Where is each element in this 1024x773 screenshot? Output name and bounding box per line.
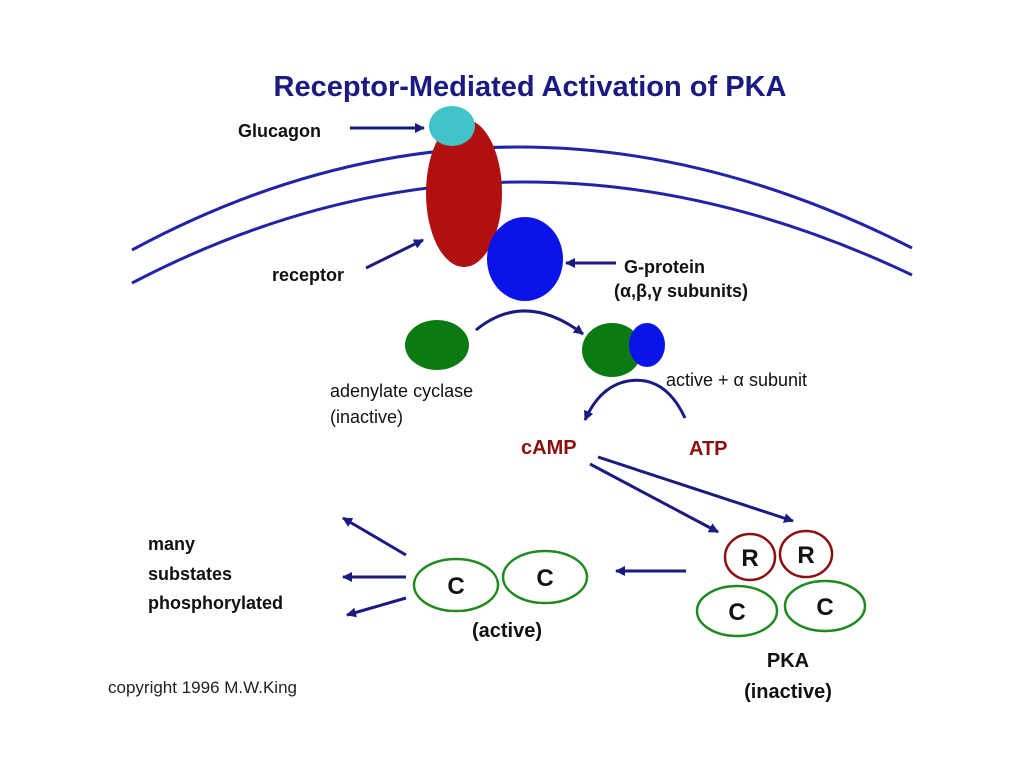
pka-c-subunit-2-letter: C	[816, 594, 833, 621]
membrane-outer-line	[131, 145, 913, 252]
substrates-line-3: phosphorylated	[148, 593, 283, 613]
active-c-subunit-1-letter: C	[447, 573, 464, 600]
pka-r-subunit-1-letter: R	[741, 545, 758, 572]
camp-label: cAMP	[521, 437, 577, 459]
gprotein-label: G-protein	[624, 257, 705, 277]
active-subunit-label: active + α subunit	[666, 370, 807, 390]
diagram-title: Receptor-Mediated Activation of PKA	[274, 71, 787, 103]
activation-arc-arrow	[475, 309, 584, 336]
atp-to-camp-arc-arrow	[583, 378, 687, 421]
adenylate-cyclase-state-label: (inactive)	[330, 407, 403, 427]
receptor-arrow	[365, 238, 424, 270]
substrates-line-1: many	[148, 534, 195, 554]
receptor-shape	[426, 119, 502, 267]
membrane-inner-line	[131, 180, 913, 285]
adenylate-cyclase-active-shape	[582, 323, 642, 377]
camp-to-r1-arrow	[589, 462, 719, 534]
substrate-arrow-down	[346, 596, 407, 618]
pka-r-subunit-2	[778, 529, 834, 579]
active-c-subunit-1	[412, 557, 500, 613]
active-state-label: (active)	[472, 620, 542, 642]
pka-r-subunit-1	[723, 532, 777, 582]
pka-state-label: (inactive)	[744, 681, 832, 703]
pka-r-subunit-2-letter: R	[797, 542, 814, 569]
pka-c-subunit-1-letter: C	[728, 599, 745, 626]
pka-c-subunit-2	[783, 579, 867, 633]
substrate-arrow-up	[342, 516, 407, 557]
glucagon-label: Glucagon	[238, 121, 321, 141]
active-c-subunit-2	[501, 549, 589, 605]
gprotein-shape	[487, 217, 563, 301]
atp-label: ATP	[689, 438, 728, 460]
substrates-line-2: substates	[148, 564, 232, 584]
glucagon-shape	[429, 106, 475, 146]
adenylate-cyclase-label: adenylate cyclase	[330, 381, 473, 401]
pka-c-subunit-1	[695, 584, 779, 638]
active-c-subunit-2-letter: C	[536, 565, 553, 592]
pka-label: PKA	[767, 650, 809, 672]
gprotein-subunits-label: (α,β,γ subunits)	[614, 281, 748, 301]
camp-to-r2-arrow	[597, 455, 794, 523]
adenylate-cyclase-inactive-shape	[405, 320, 469, 370]
alpha-subunit-shape	[629, 323, 665, 367]
copyright-text: copyright 1996 M.W.King	[108, 678, 297, 697]
receptor-label: receptor	[272, 265, 344, 285]
